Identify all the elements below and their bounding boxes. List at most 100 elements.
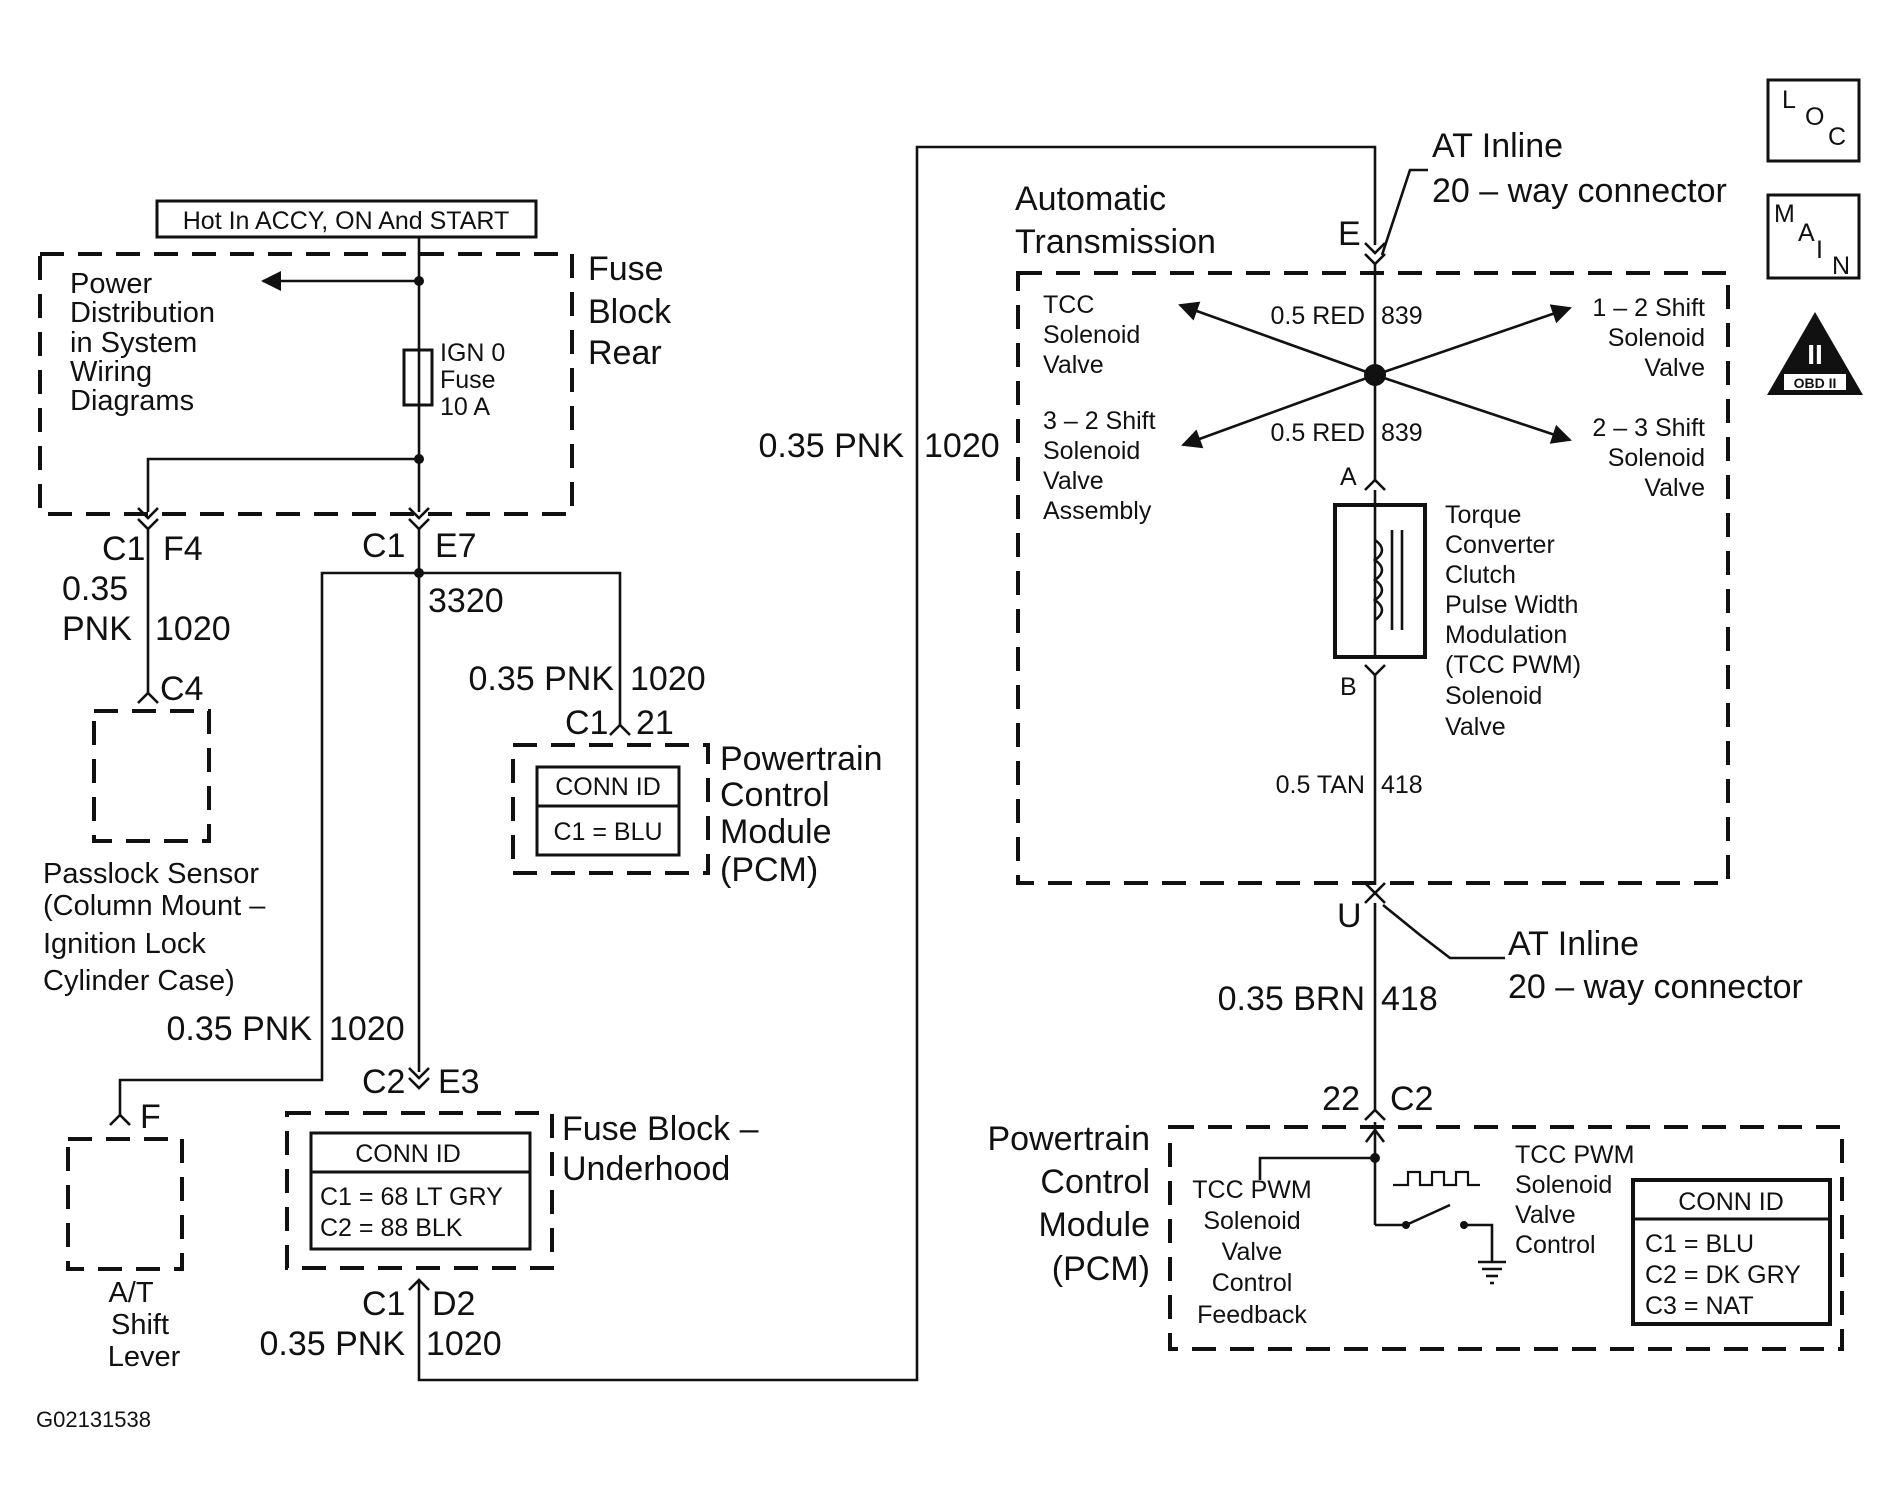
ign0-fuse-label: IGN 0 Fuse 10 A xyxy=(440,339,505,421)
svg-text:TCC PWM: TCC PWM xyxy=(1515,1141,1634,1169)
svg-text:Hot In ACCY, ON And START: Hot In ACCY, ON And START xyxy=(183,207,510,235)
svg-text:E: E xyxy=(1338,215,1361,253)
fuse-block-underhood-conn-id: CONN ID C1 = 68 LT GRY C2 = 88 BLK xyxy=(309,1131,532,1251)
svg-text:CONN ID: CONN ID xyxy=(555,773,661,801)
svg-text:0.35 PNK: 0.35 PNK xyxy=(166,1010,312,1048)
svg-text:Valve: Valve xyxy=(1445,713,1506,741)
supply-label: Hot In ACCY, ON And START xyxy=(155,199,538,239)
svg-text:Clutch: Clutch xyxy=(1445,561,1516,589)
passlock-sensor-outline xyxy=(92,709,211,843)
svg-text:CONN ID: CONN ID xyxy=(355,1140,461,1168)
svg-text:1020: 1020 xyxy=(155,610,231,648)
pcm-bottom-outline xyxy=(1168,1125,1844,1351)
shift-23-solenoid-label: 2 – 3 Shift Solenoid Valve xyxy=(1592,414,1705,502)
svg-text:Torque: Torque xyxy=(1445,501,1521,529)
svg-text:Solenoid: Solenoid xyxy=(1608,444,1705,472)
svg-text:Power: Power xyxy=(70,268,153,300)
pcm-top-conn-id: CONN ID C1 = BLU xyxy=(535,765,681,857)
loc-icon[interactable]: L O C xyxy=(1766,78,1861,163)
svg-text:3 – 2 Shift: 3 – 2 Shift xyxy=(1043,407,1156,435)
shift-12-solenoid-label: 1 – 2 Shift Solenoid Valve xyxy=(1592,294,1705,382)
diagram-id: G02131538 xyxy=(36,1407,151,1432)
fuse-block-underhood-outline xyxy=(285,1111,554,1270)
svg-text:Converter: Converter xyxy=(1445,531,1555,559)
svg-text:M: M xyxy=(1774,200,1795,228)
svg-text:C2 = DK GRY: C2 = DK GRY xyxy=(1645,1261,1801,1289)
svg-text:Fuse: Fuse xyxy=(588,250,664,288)
svg-text:C2: C2 xyxy=(1390,1080,1433,1118)
svg-text:0.35 PNK: 0.35 PNK xyxy=(468,660,614,698)
connector-f: F xyxy=(109,1098,161,1136)
svg-text:CONN ID: CONN ID xyxy=(1678,1188,1784,1216)
svg-text:839: 839 xyxy=(1381,419,1423,447)
svg-text:B: B xyxy=(1340,673,1357,701)
svg-text:Valve: Valve xyxy=(1043,351,1104,379)
at-inline-bottom-leader xyxy=(1382,903,1505,960)
svg-text:Module: Module xyxy=(720,813,832,851)
svg-text:Solenoid: Solenoid xyxy=(1043,437,1140,465)
svg-text:Control: Control xyxy=(1212,1269,1293,1297)
svg-text:Fuse Block –: Fuse Block – xyxy=(562,1110,759,1148)
svg-text:(TCC PWM): (TCC PWM) xyxy=(1445,651,1581,679)
svg-text:Wiring: Wiring xyxy=(70,356,152,388)
svg-text:C1: C1 xyxy=(565,704,608,742)
svg-text:1020: 1020 xyxy=(329,1010,405,1048)
shift-lever-outline xyxy=(66,1137,184,1271)
svg-text:C2: C2 xyxy=(362,1063,405,1101)
pcm-input-arrow xyxy=(1364,1127,1386,1143)
svg-text:22: 22 xyxy=(1322,1080,1360,1118)
svg-text:Valve: Valve xyxy=(1644,354,1705,382)
svg-text:Valve: Valve xyxy=(1515,1201,1576,1229)
fuse-block-rear-title: Fuse Block Rear xyxy=(588,250,672,372)
at-inline-top-leader xyxy=(1380,168,1428,256)
svg-text:0.35 PNK: 0.35 PNK xyxy=(259,1325,405,1363)
svg-text:I: I xyxy=(1816,236,1823,264)
svg-text:Passlock Sensor: Passlock Sensor xyxy=(43,858,259,890)
control-label: TCC PWM Solenoid Valve Control xyxy=(1515,1141,1634,1259)
svg-text:A/T: A/T xyxy=(108,1277,153,1309)
svg-text:0.5 RED: 0.5 RED xyxy=(1271,419,1365,447)
connector-c1-21: C1 21 xyxy=(565,704,674,742)
wire-label-tan: 0.5 TAN 418 xyxy=(1276,771,1423,799)
connector-at-u: U xyxy=(1337,882,1386,935)
pwm-signal-icon xyxy=(1393,1170,1480,1187)
svg-text:C1 = BLU: C1 = BLU xyxy=(1645,1230,1754,1258)
svg-text:Pulse Width: Pulse Width xyxy=(1445,591,1578,619)
automatic-transmission-outline xyxy=(1016,271,1730,885)
svg-text:A: A xyxy=(1798,219,1815,247)
svg-text:Ignition Lock: Ignition Lock xyxy=(43,928,206,960)
svg-text:AT Inline: AT Inline xyxy=(1432,127,1563,165)
svg-text:AT Inline: AT Inline xyxy=(1508,925,1639,963)
wire-label-f4: 0.35 PNK 1020 xyxy=(62,570,231,648)
svg-text:PNK: PNK xyxy=(62,610,132,648)
svg-text:Control: Control xyxy=(720,776,830,814)
svg-text:21: 21 xyxy=(636,704,674,742)
obd-ii-icon[interactable]: II OBD II xyxy=(1767,312,1863,395)
connector-c2-e3: C2 E3 xyxy=(362,1063,480,1101)
svg-text:0.35: 0.35 xyxy=(62,570,128,608)
svg-text:Control: Control xyxy=(1515,1231,1596,1259)
svg-text:Solenoid: Solenoid xyxy=(1043,321,1140,349)
solenoid-connector-a: A xyxy=(1340,463,1386,491)
main-icon[interactable]: M A I N xyxy=(1766,193,1861,280)
svg-text:N: N xyxy=(1832,252,1850,280)
svg-text:II: II xyxy=(1807,339,1823,370)
svg-text:Solenoid: Solenoid xyxy=(1608,324,1705,352)
svg-text:C2 = 88 BLK: C2 = 88 BLK xyxy=(320,1214,463,1242)
tcc-solenoid-label: TCC Solenoid Valve xyxy=(1043,291,1140,379)
svg-text:Valve: Valve xyxy=(1043,467,1104,495)
svg-text:418: 418 xyxy=(1381,980,1438,1018)
svg-text:(PCM): (PCM) xyxy=(720,851,818,889)
svg-text:Underhood: Underhood xyxy=(562,1150,730,1188)
svg-text:C1: C1 xyxy=(102,530,145,568)
power-distribution-reference[interactable]: Power Distribution in System Wiring Diag… xyxy=(70,268,215,417)
svg-text:C1 = BLU: C1 = BLU xyxy=(553,818,662,846)
svg-text:0.5 TAN: 0.5 TAN xyxy=(1276,771,1365,799)
shift-32-solenoid-label: 3 – 2 Shift Solenoid Valve Assembly xyxy=(1043,407,1156,525)
arrow-tcc-solenoid xyxy=(1178,301,1376,377)
connector-c4: C4 xyxy=(137,670,203,708)
splice-circuit-label: 3320 xyxy=(428,582,504,620)
svg-text:839: 839 xyxy=(1381,302,1423,330)
svg-text:Valve: Valve xyxy=(1644,474,1705,502)
